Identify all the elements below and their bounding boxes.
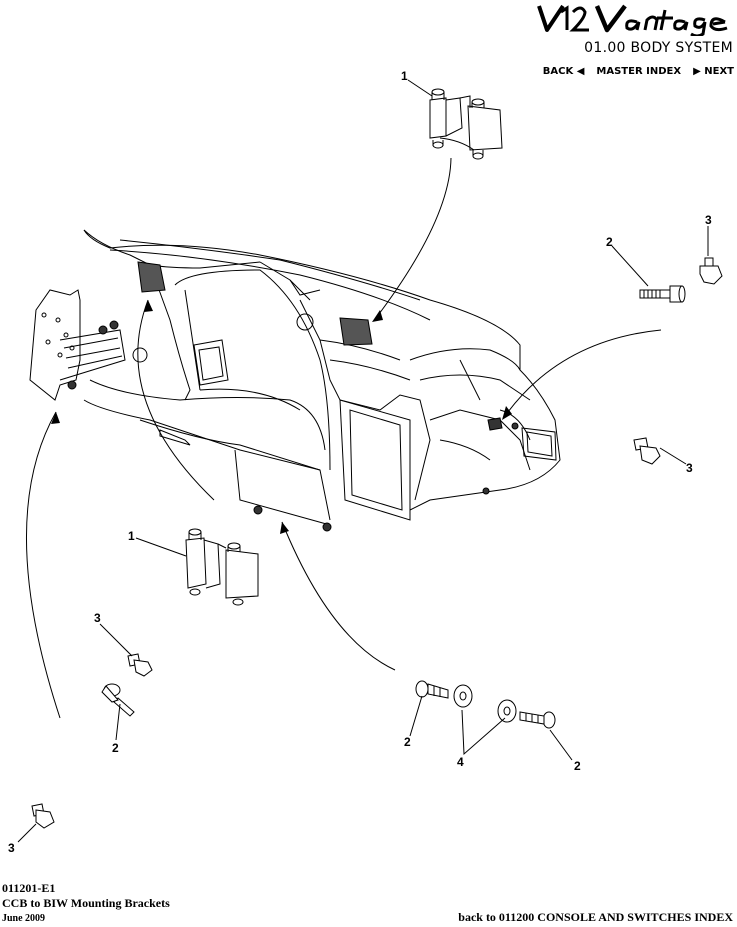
fastener-left	[127, 653, 153, 677]
bolt-upper-right	[639, 285, 686, 303]
left-side-plate	[29, 289, 126, 401]
fastener-right	[633, 437, 661, 465]
callout-fastener-upper-right: 3	[705, 213, 712, 227]
bolt-bottom-right	[519, 711, 556, 729]
back-to-index-link[interactable]: back to 011200 CONSOLE AND SWITCHES INDE…	[458, 910, 733, 924]
callout-bolt-bottom-right: 2	[574, 759, 581, 773]
callout-fastener-bottom-left: 3	[8, 841, 15, 855]
back-link[interactable]: BACK ◀	[543, 66, 585, 77]
exploded-diagram: 1 2 3 3 1 3 2 2 4 2 3	[8, 70, 723, 855]
left-arrow-icon: ◀	[576, 66, 585, 77]
callout-bracket-top: 1	[401, 70, 408, 83]
callout-fastener-right: 3	[686, 461, 693, 475]
next-link[interactable]: ▶ NEXT	[693, 66, 734, 77]
navigation-bar: BACK ◀ MASTER INDEX ▶ NEXT	[543, 66, 734, 77]
v12-vantage-logo	[537, 4, 728, 36]
callout-bolt-left: 2	[112, 741, 119, 755]
bracket-lower	[185, 528, 259, 606]
bracket-top	[429, 88, 503, 160]
document-title: CCB to BIW Mounting Brackets	[2, 896, 170, 910]
right-arrow-icon: ▶	[693, 66, 701, 77]
callout-bolt-bottom-center: 2	[404, 735, 411, 749]
callout-fastener-left: 3	[94, 611, 101, 625]
fastener-bottom-left	[31, 803, 55, 829]
section-title: 01.00 BODY SYSTEM	[584, 40, 733, 56]
callout-bracket-lower: 1	[128, 529, 135, 543]
footer-info: 011201-E1 CCB to BIW Mounting Brackets J…	[2, 881, 170, 926]
dashboard-assembly	[83, 229, 561, 526]
fastener-upper-right	[699, 257, 723, 285]
left-mounted-bracket	[137, 261, 166, 293]
document-code: 011201-E1	[2, 881, 56, 895]
center-mounted-bracket	[339, 317, 373, 346]
back-label: BACK	[542, 66, 574, 77]
next-label: NEXT	[704, 66, 734, 77]
callout-washers: 4	[457, 755, 464, 769]
master-index-link[interactable]: MASTER INDEX	[596, 66, 682, 77]
bolt-left	[101, 683, 135, 717]
bolt-bottom-center	[415, 680, 449, 699]
callout-bolt-upper-right: 2	[606, 235, 613, 249]
document-date: June 2009	[2, 913, 46, 924]
